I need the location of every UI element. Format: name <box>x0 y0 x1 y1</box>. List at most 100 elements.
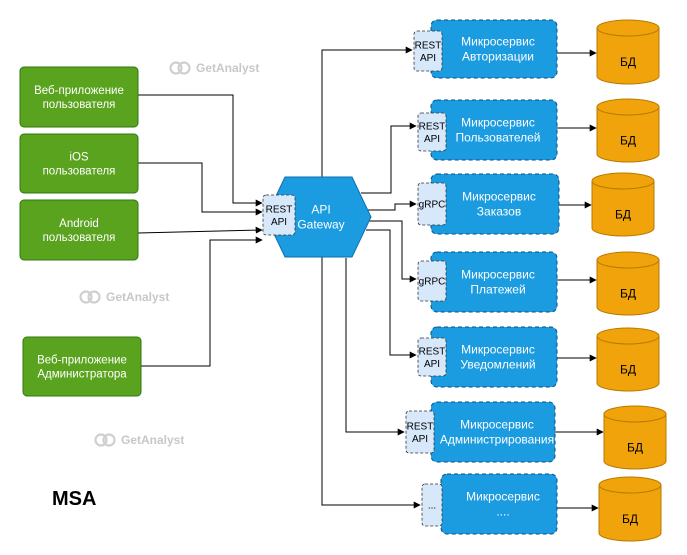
database-top <box>596 327 660 345</box>
database-top <box>603 405 667 423</box>
microservice-label: Платежей <box>470 283 525 297</box>
client-box <box>22 336 142 397</box>
interface-box <box>417 337 447 377</box>
microservice-label: Микросервис <box>461 116 535 130</box>
microservice-label: Авторизации <box>462 50 534 64</box>
microservice-label: .... <box>496 505 509 519</box>
database-label: БД <box>620 55 636 69</box>
connector-arrow <box>137 226 263 234</box>
client-label: Веб-приложение <box>34 85 124 97</box>
microservice-node: Микросервис....... <box>421 473 558 535</box>
interface-label: REST <box>419 121 446 132</box>
watermark-text: GetAnalyst <box>121 433 184 447</box>
nodes: Веб-приложениепользователяiOSпользовател… <box>19 19 667 542</box>
gateway-interface-label: REST <box>266 204 293 215</box>
database-top <box>591 172 655 190</box>
watermark: GetAnalyst <box>169 61 259 75</box>
microservice-label: Администрирования <box>440 433 554 447</box>
connectors <box>137 46 604 512</box>
database-cylinder: БД <box>603 405 667 470</box>
link-icon <box>177 61 191 75</box>
database-label: БД <box>622 512 638 526</box>
database-body <box>598 485 662 542</box>
gateway-interface-label: API <box>271 217 287 228</box>
client-label: Android <box>59 218 99 230</box>
gateway-label: Gateway <box>297 218 344 232</box>
database-cylinder: БД <box>596 19 660 85</box>
database-label: БД <box>620 287 636 301</box>
database-body <box>596 28 660 85</box>
interface-box <box>417 112 447 152</box>
interface-label: API <box>424 359 440 370</box>
link-icon <box>169 61 183 75</box>
link-icon <box>94 433 108 447</box>
database-label: БД <box>615 208 631 222</box>
database-body <box>591 181 655 237</box>
link-icon <box>102 433 116 447</box>
diagram-title: MSA <box>52 488 96 510</box>
microservice-label: Микросервис <box>466 490 540 504</box>
watermark: GetAnalyst <box>79 290 169 304</box>
client-label: Администратора <box>37 369 127 381</box>
microservice-label: Уведомлений <box>460 358 535 372</box>
watermark: GetAnalyst <box>94 433 184 447</box>
watermark-text: GetAnalyst <box>196 61 259 75</box>
link-icon <box>79 290 93 304</box>
microservice-label: Пользователей <box>456 131 541 145</box>
database-cylinder: БД <box>596 327 660 392</box>
connector-arrow <box>321 258 421 509</box>
database-cylinder: БД <box>596 251 660 316</box>
microservice-label: Заказов <box>477 205 521 219</box>
database-top <box>598 476 662 494</box>
database-body <box>603 414 667 470</box>
microservice-label: Микросервис <box>461 35 535 49</box>
database-top <box>596 251 660 269</box>
interface-label: REST <box>415 40 442 51</box>
connector-arrow <box>367 220 417 283</box>
microservice-box <box>430 251 558 313</box>
interface-label: ... <box>428 501 436 512</box>
client-label: iOS <box>69 151 89 163</box>
connector-arrow <box>138 94 263 207</box>
interface-label: REST <box>407 421 434 432</box>
database-label: БД <box>620 134 636 148</box>
database-top <box>596 98 660 116</box>
database-body <box>596 107 660 163</box>
database-cylinder: БД <box>596 98 660 163</box>
interface-label: REST <box>419 346 446 357</box>
database-top <box>596 19 660 37</box>
client-box <box>19 199 139 261</box>
gateway-label: API <box>311 203 330 217</box>
connector-arrow <box>361 122 417 194</box>
interface-label: API <box>420 53 436 64</box>
database-cylinder: БД <box>591 172 655 237</box>
gateway-interface-box <box>262 194 296 236</box>
database-label: БД <box>620 363 636 377</box>
interface-label: API <box>412 434 428 445</box>
microservice-box <box>440 473 558 535</box>
database-body <box>596 260 660 316</box>
connector-arrow <box>363 200 417 211</box>
microservice-label: Микросервис <box>461 268 535 282</box>
database-body <box>596 336 660 392</box>
connector-arrow <box>138 162 263 216</box>
connector-arrow <box>345 258 405 436</box>
microservice-box <box>430 99 558 161</box>
watermark-text: GetAnalyst <box>106 290 169 304</box>
link-icon <box>87 290 101 304</box>
interface-label: gRPC <box>419 277 446 288</box>
microservice-label: Микросервис <box>461 343 535 357</box>
client-label: Веб-приложение <box>37 354 127 366</box>
